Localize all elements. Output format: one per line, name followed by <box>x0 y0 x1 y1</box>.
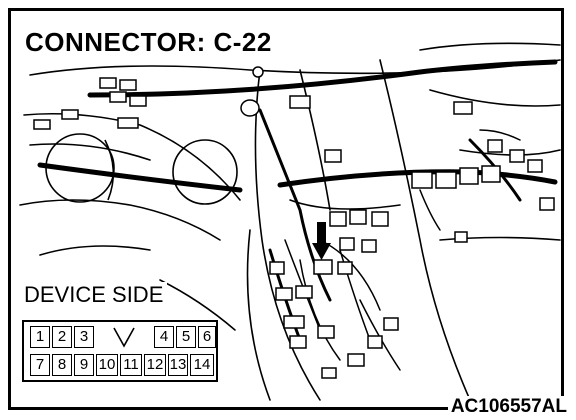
pin-10: 10 <box>96 354 118 376</box>
pin-11: 11 <box>120 354 142 376</box>
gauge-right-circle <box>172 139 238 205</box>
pin-4: 4 <box>154 326 174 348</box>
connector-key-notch <box>96 326 152 348</box>
pin-6: 6 <box>198 326 216 348</box>
pin-13: 13 <box>168 354 188 376</box>
main-harness-left <box>37 162 243 193</box>
main-harness-right <box>277 169 558 188</box>
dash-left-contour <box>23 112 241 201</box>
device-side-label: DEVICE SIDE <box>20 282 168 308</box>
main-harness-top <box>87 59 558 98</box>
pin-7: 7 <box>30 354 50 376</box>
connector-indicator-arrow <box>312 222 331 260</box>
pin-8: 8 <box>52 354 72 376</box>
center-console-outline <box>254 69 321 401</box>
pin-3: 3 <box>74 326 94 348</box>
connector-title: CONNECTOR: C-22 <box>25 27 272 57</box>
figure-code: AC106557AL <box>447 396 570 418</box>
pin-2: 2 <box>52 326 72 348</box>
pin-14: 14 <box>190 354 214 376</box>
pin-1: 1 <box>30 326 50 348</box>
pin-5: 5 <box>176 326 196 348</box>
pin-9: 9 <box>74 354 94 376</box>
pin-12: 12 <box>144 354 166 376</box>
